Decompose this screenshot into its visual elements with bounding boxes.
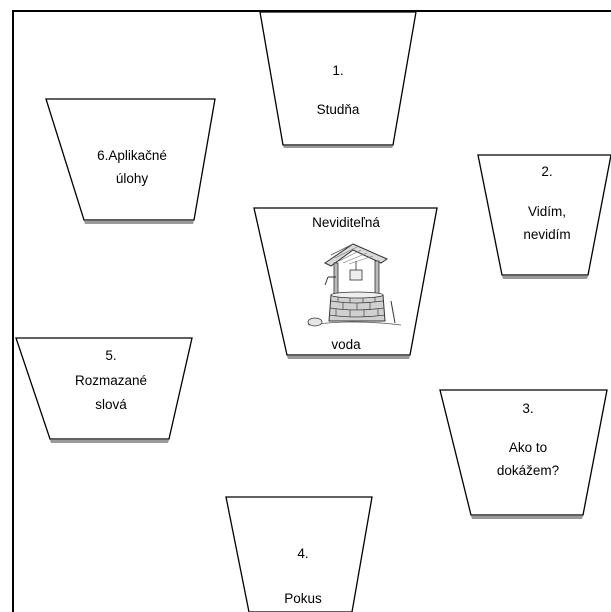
station-3-shape	[439, 389, 608, 519]
center-shape	[253, 207, 438, 359]
diagram-frame	[12, 10, 611, 612]
station-2-number: 2.	[541, 164, 553, 179]
well-icon	[307, 243, 402, 327]
station-5-label-line2: slová	[95, 397, 127, 412]
station-5-number: 5.	[105, 348, 117, 363]
station-4-label: Pokus	[284, 591, 322, 606]
station-2-label-line1: Vidím,	[527, 204, 566, 219]
station-1-number: 1.	[332, 63, 344, 78]
station-3-number: 3.	[522, 401, 534, 416]
station-6-shape	[45, 98, 216, 224]
station-4-number: 4.	[297, 546, 309, 561]
center-subtitle: voda	[331, 337, 361, 352]
station-6-label-line1: 6.Aplikačné	[97, 148, 167, 163]
station-1-shape	[259, 11, 417, 148]
station-2-shape	[477, 154, 611, 279]
station-4-shape	[225, 496, 373, 612]
center-title: Neviditeľná	[312, 215, 380, 230]
station-6-label-line2: úlohy	[115, 171, 149, 186]
station-5-shape	[15, 337, 193, 443]
station-3-label-line1: Ako to	[508, 440, 548, 455]
station-2-label-line2: nevidím	[523, 227, 571, 242]
station-3-label-line2: dokážem?	[496, 463, 560, 478]
station-5-label-line1: Rozmazané	[74, 373, 148, 388]
station-1-label: Studňa	[316, 102, 360, 117]
